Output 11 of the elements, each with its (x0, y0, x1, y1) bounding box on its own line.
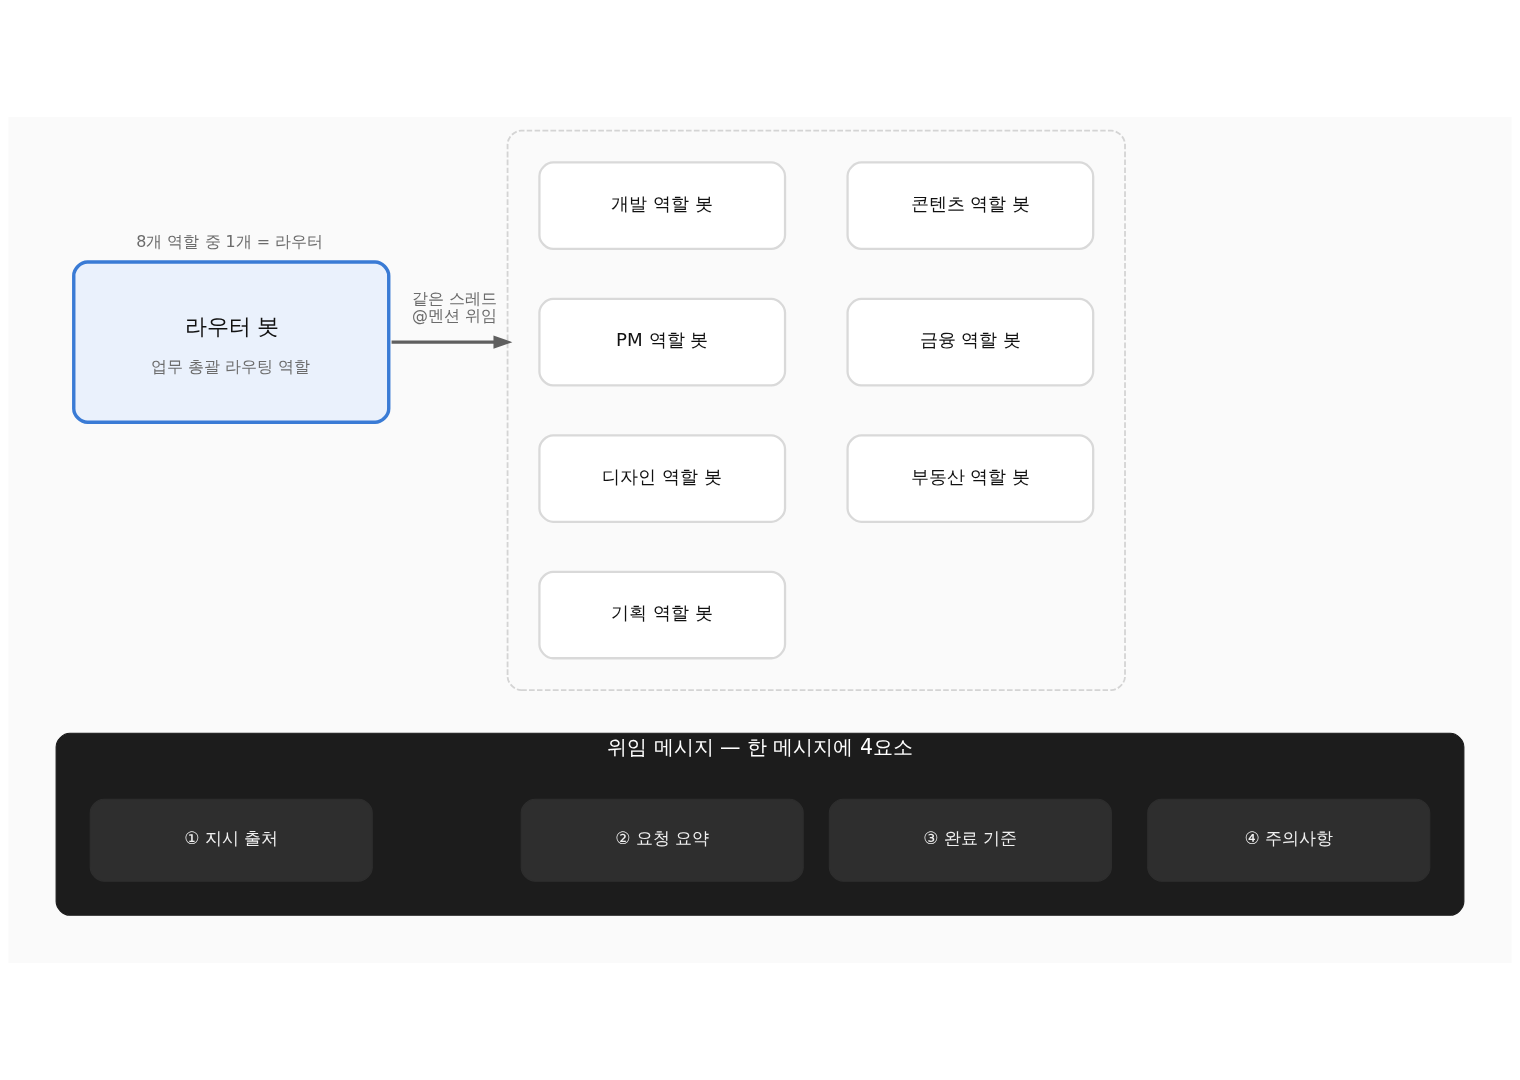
node-box: 개발 역할 봇 (538, 161, 787, 251)
node-box: 기획 역할 봇 (538, 570, 787, 660)
node-box: 금융 역할 봇 (846, 297, 1095, 387)
arrow (391, 335, 513, 349)
node-box: 부동산 역할 봇 (846, 434, 1095, 523)
node-box: 콘텐츠 역할 봇 (846, 161, 1095, 251)
node-box: 디자인 역할 봇 (538, 434, 787, 523)
node-label: 8개 역할 중 1개 = 라우터 (136, 231, 324, 251)
edge-label: 같은 스레드 @멘션 위임 (412, 289, 498, 326)
cluster (506, 129, 1126, 691)
node-box: PM 역할 봇 (538, 297, 787, 387)
